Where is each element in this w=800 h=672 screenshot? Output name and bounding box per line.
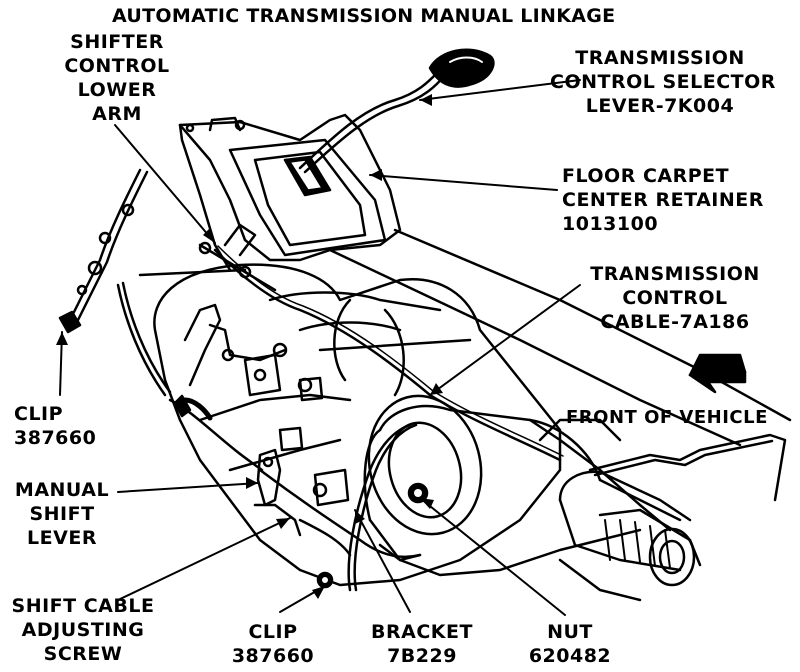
left-bracket bbox=[183, 303, 288, 387]
bracket-shape bbox=[298, 423, 422, 592]
label-line: LOWER bbox=[77, 79, 157, 101]
label-line: 7B229 bbox=[387, 645, 457, 667]
tailshaft bbox=[538, 418, 702, 587]
label-line: SHIFT CABLE bbox=[11, 595, 155, 617]
label-line: CENTER RETAINER bbox=[562, 189, 764, 211]
crossmember bbox=[558, 433, 787, 602]
label-line: MANUAL bbox=[14, 479, 110, 501]
label-line: 387660 bbox=[14, 427, 97, 449]
label-line: TRANSMISSION bbox=[575, 47, 745, 69]
label-line: CONTROL bbox=[64, 55, 170, 77]
label-control-cable: TRANSMISSION CONTROL CABLE-7A186 bbox=[575, 262, 775, 334]
leader-lines bbox=[59, 79, 581, 616]
label-front-of-vehicle: FRONT OF VEHICLE bbox=[566, 407, 768, 428]
label-manual-shift-lever: MANUAL SHIFT LEVER bbox=[4, 478, 120, 550]
label-selector-lever: TRANSMISSION CONTROL SELECTOR LEVER-7K00… bbox=[550, 46, 776, 118]
lower-arm bbox=[198, 223, 277, 292]
front-arrow bbox=[688, 353, 747, 394]
selector-lever bbox=[298, 48, 495, 174]
label-line: NUT bbox=[547, 621, 593, 643]
label-line: CONTROL bbox=[622, 287, 728, 309]
label-line: 620482 bbox=[528, 645, 612, 667]
label-shifter-control-lower-arm: SHIFTER CONTROL LOWER ARM bbox=[52, 30, 182, 126]
manual-shift-lever-shape bbox=[253, 448, 302, 537]
label-line: CONTROL SELECTOR bbox=[550, 71, 776, 93]
label-clip-upper: CLIP 387660 bbox=[14, 402, 96, 450]
shifter-housing bbox=[178, 113, 402, 272]
label-line: TRANSMISSION bbox=[590, 263, 760, 285]
label-line: CLIP bbox=[14, 403, 64, 425]
diagram-title: AUTOMATIC TRANSMISSION MANUAL LINKAGE bbox=[112, 5, 616, 27]
arrowheads bbox=[56, 94, 443, 599]
label-line: SCREW bbox=[43, 643, 123, 665]
label-line: CABLE-7A186 bbox=[600, 311, 750, 333]
label-line: ARM bbox=[92, 103, 142, 125]
label-line: SHIFTER bbox=[70, 31, 164, 53]
label-clip-lower: CLIP 387660 bbox=[228, 620, 318, 668]
control-cable bbox=[168, 245, 564, 559]
label-line: 387660 bbox=[231, 645, 315, 667]
label-shift-cable-adjusting-screw: SHIFT CABLE ADJUSTING SCREW bbox=[8, 594, 158, 666]
extension-housing bbox=[363, 394, 682, 577]
label-bracket: BRACKET 7B229 bbox=[362, 620, 482, 668]
label-line: 1013100 bbox=[562, 213, 659, 235]
floor-pan bbox=[138, 228, 792, 447]
brake-line bbox=[58, 168, 172, 397]
label-line: ADJUSTING bbox=[21, 619, 145, 641]
label-line: FLOOR CARPET bbox=[562, 165, 730, 187]
clip-lower-shape bbox=[316, 571, 334, 589]
label-line: LEVER-7K004 bbox=[585, 95, 735, 117]
label-line: CLIP bbox=[248, 621, 298, 643]
label-nut: NUT 620482 bbox=[520, 620, 620, 668]
label-line: BRACKET bbox=[371, 621, 473, 643]
label-line: SHIFT bbox=[29, 503, 95, 525]
label-line: LEVER bbox=[27, 527, 97, 549]
label-floor-carpet-retainer: FLOOR CARPET CENTER RETAINER 1013100 bbox=[562, 164, 764, 236]
